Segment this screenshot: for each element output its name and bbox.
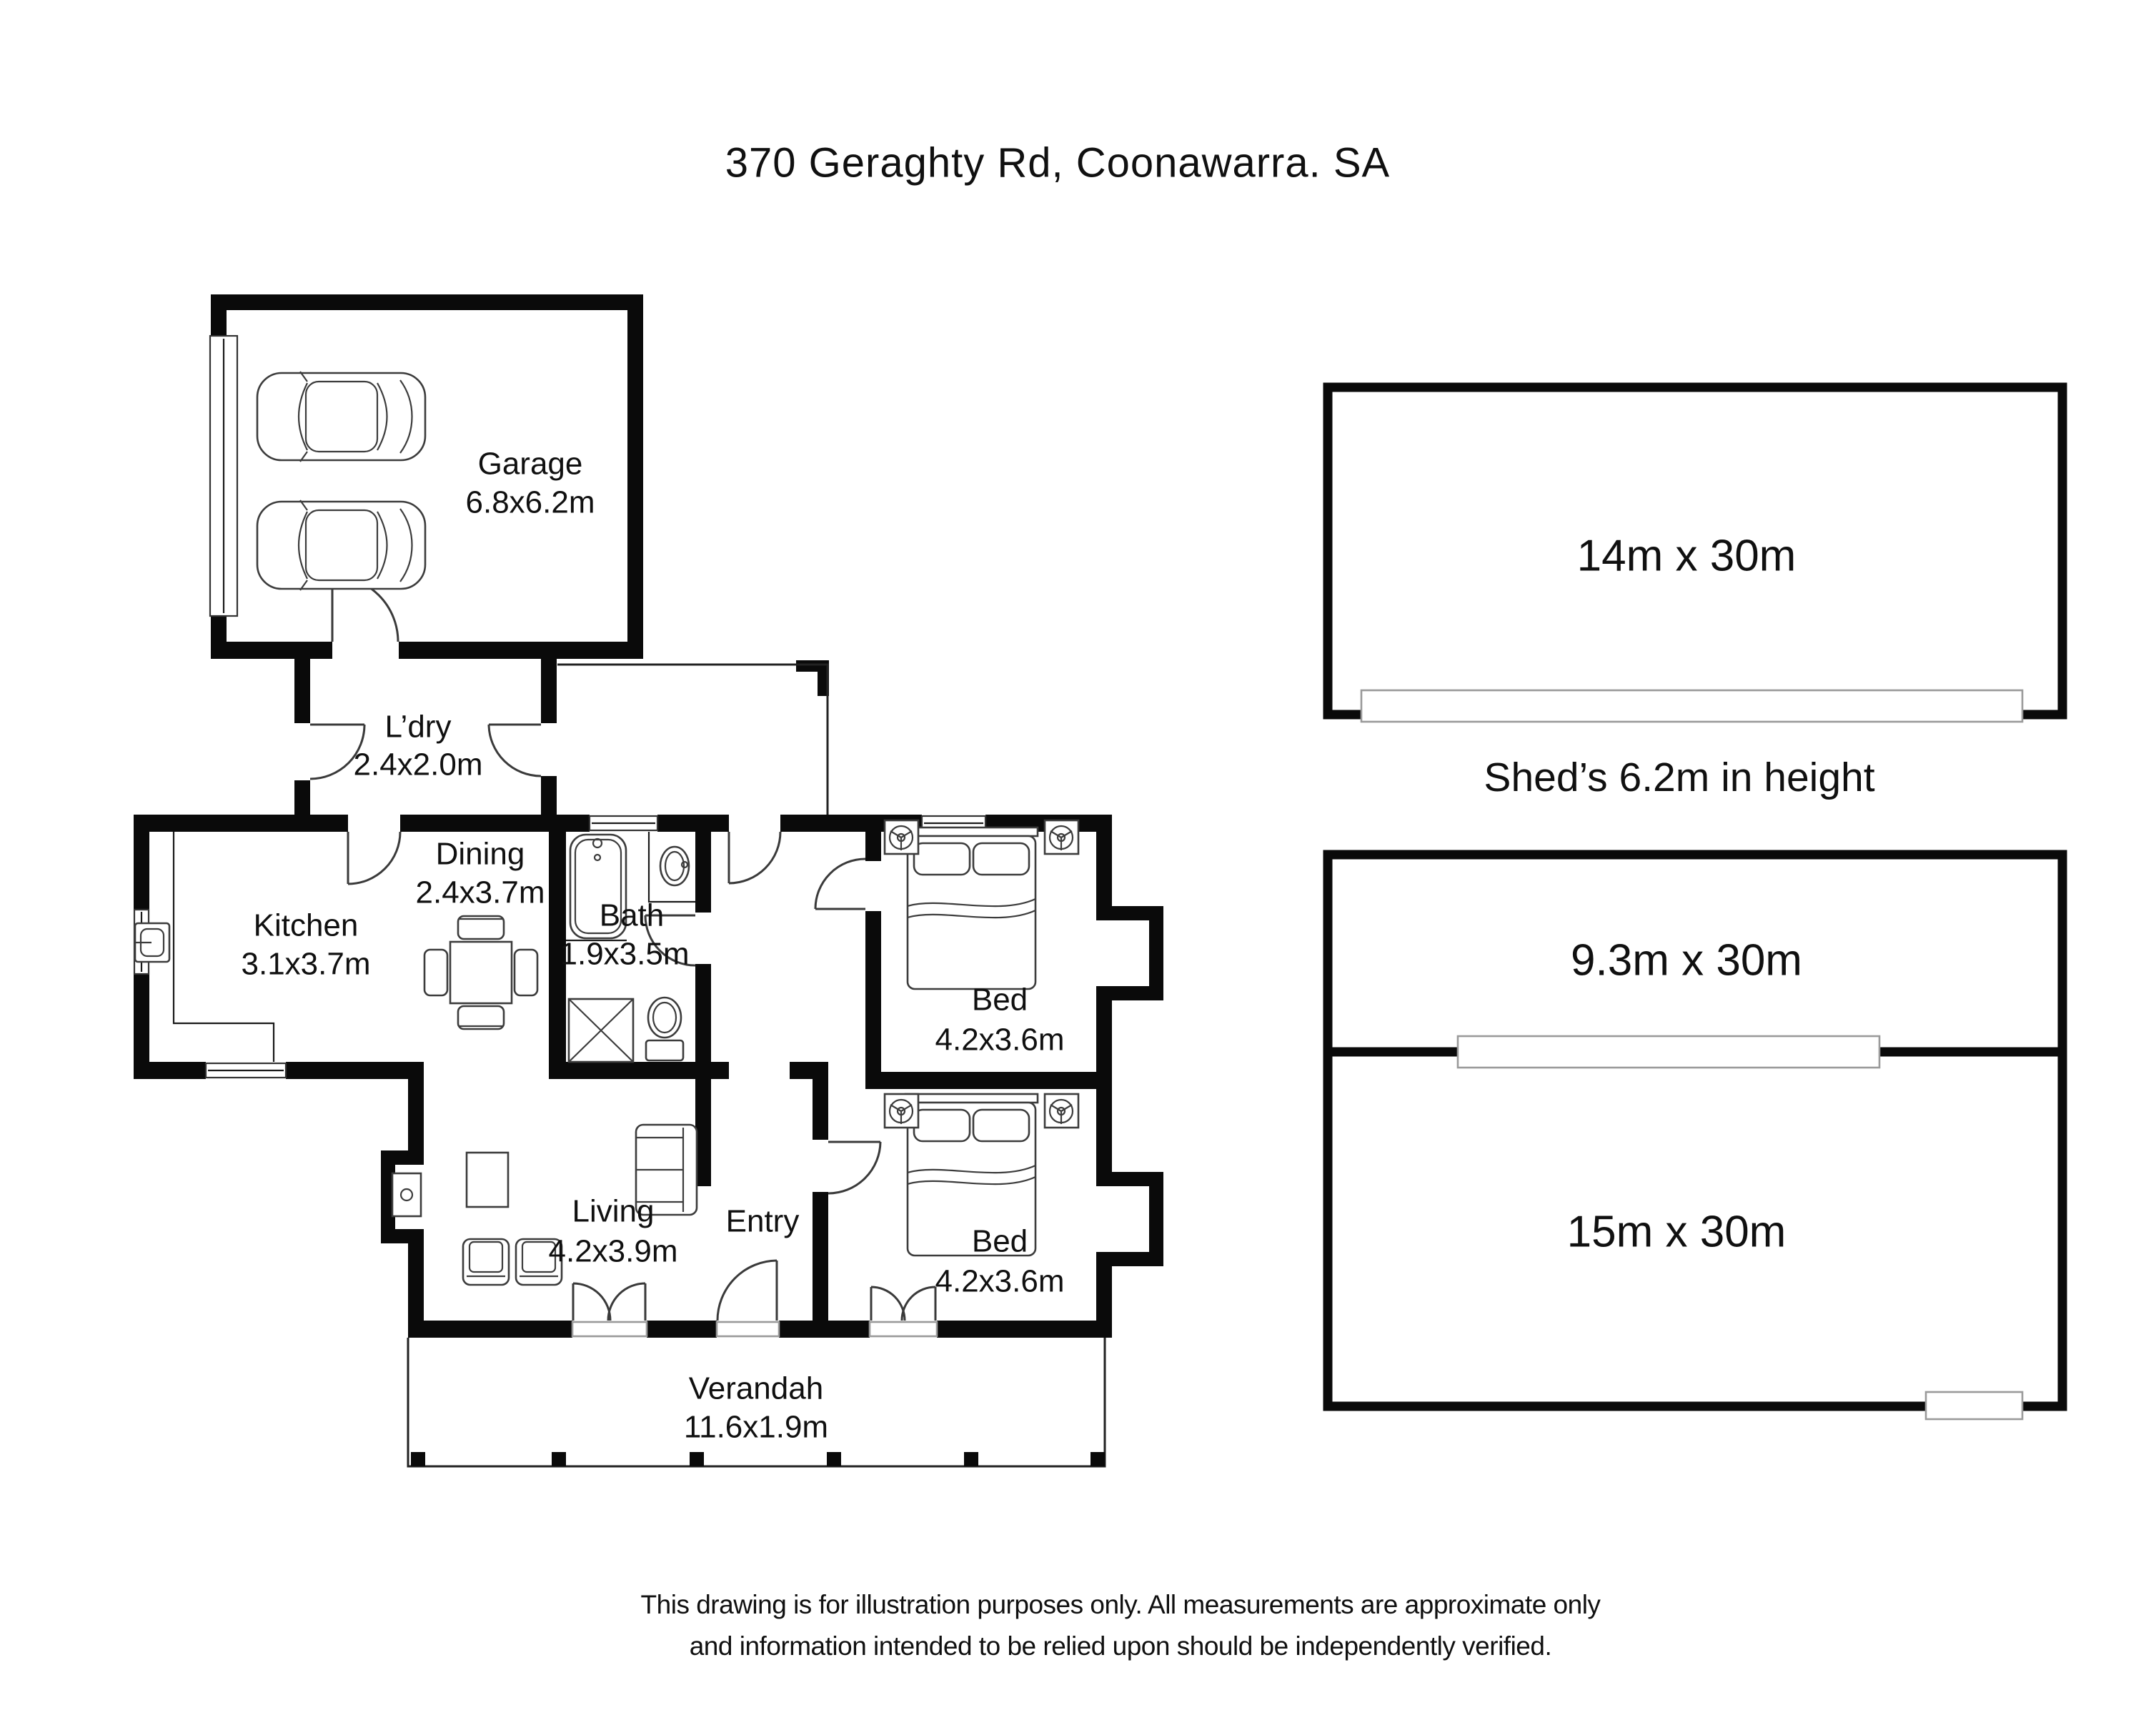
shed1-label: 14m x 30m (1577, 531, 1797, 580)
verandah-label: Verandah (689, 1371, 823, 1406)
dining-table (423, 915, 539, 1030)
living-label: Living (572, 1194, 655, 1229)
verandah-size: 11.6x1.9m (684, 1410, 828, 1445)
kitchen-label: Kitchen (254, 908, 359, 943)
disclaimer-line2: and information intended to be relied up… (690, 1631, 1552, 1661)
kitchen-size: 3.1x3.7m (242, 947, 371, 982)
hall-door (727, 831, 782, 885)
bed1-label: Bed (972, 983, 1028, 1018)
bath-window (588, 815, 659, 832)
car-icon (256, 371, 427, 462)
disclaimer-line1: This drawing is for illustration purpose… (641, 1590, 1601, 1619)
disclaimer: This drawing is for illustration purpose… (641, 1590, 1601, 1661)
sofa (635, 1123, 698, 1216)
kitchen-bench (134, 832, 275, 1062)
laundry-left-door (309, 723, 366, 780)
bath-size: 1.9x3.5m (560, 937, 690, 972)
garage-label: Garage (478, 447, 583, 482)
courtyard-outline (557, 663, 829, 815)
bed1-door (814, 858, 866, 910)
garage-roller-door (209, 334, 239, 617)
shed3-label: 15m x 30m (1567, 1207, 1787, 1256)
bed2-label: Bed (972, 1224, 1028, 1259)
bed2-size: 4.2x3.6m (935, 1264, 1065, 1299)
armchair (515, 1238, 563, 1286)
laundry-size: 2.4x2.0m (354, 747, 483, 782)
shower (567, 998, 635, 1063)
kitchen-front-window (204, 1062, 287, 1079)
page-title: 370 Geraghty Rd, Coonawarra. SA (725, 139, 1390, 186)
living-size: 4.2x3.9m (549, 1234, 678, 1269)
bed-icon (904, 1093, 1039, 1257)
shed-divider-door (1456, 1035, 1881, 1069)
dining-door (347, 831, 402, 885)
bed-french-doors (868, 1286, 938, 1338)
laundry-label: L’dry (385, 710, 452, 745)
bed-icon (904, 826, 1039, 990)
shed-14x30 (1323, 382, 2067, 723)
house-walls (134, 294, 1163, 1338)
shed-height-note: Shed’s 6.2m in height (1484, 755, 1874, 800)
bath-label: Bath (600, 898, 665, 933)
toilet (645, 996, 685, 1062)
nightstand-lamp-icon (883, 1093, 920, 1129)
shed2-label: 9.3m x 30m (1571, 935, 1802, 985)
entry-label: Entry (726, 1204, 800, 1239)
armchair (462, 1238, 510, 1286)
shed-9x30 (1323, 850, 2067, 1057)
room-labels: Garage 6.8x6.2m L’dry 2.4x2.0m Dining 2.… (242, 447, 1065, 1445)
basin (659, 845, 690, 887)
side-table (465, 1151, 510, 1208)
dining-label: Dining (436, 837, 525, 872)
laundry-right-door (487, 723, 542, 777)
fireplace (391, 1172, 422, 1218)
dining-size: 2.4x3.7m (416, 875, 545, 910)
nightstand-lamp-icon (1043, 1093, 1080, 1129)
bed1-size: 4.2x3.6m (935, 1023, 1065, 1058)
bed2-door (828, 1140, 882, 1195)
shed-labels: 14m x 30m Shed’s 6.2m in height 9.3m x 3… (1484, 531, 1874, 1256)
entry-door (715, 1259, 780, 1338)
bathtub (566, 832, 695, 942)
living-french-doors (571, 1282, 648, 1338)
nightstand-lamp-icon (1043, 819, 1080, 855)
nightstand-lamp-icon (883, 819, 920, 855)
garage-size: 6.8x6.2m (466, 485, 595, 520)
bath-door (644, 914, 696, 967)
car-icon (256, 499, 427, 591)
verandah-outline (407, 1338, 1106, 1468)
